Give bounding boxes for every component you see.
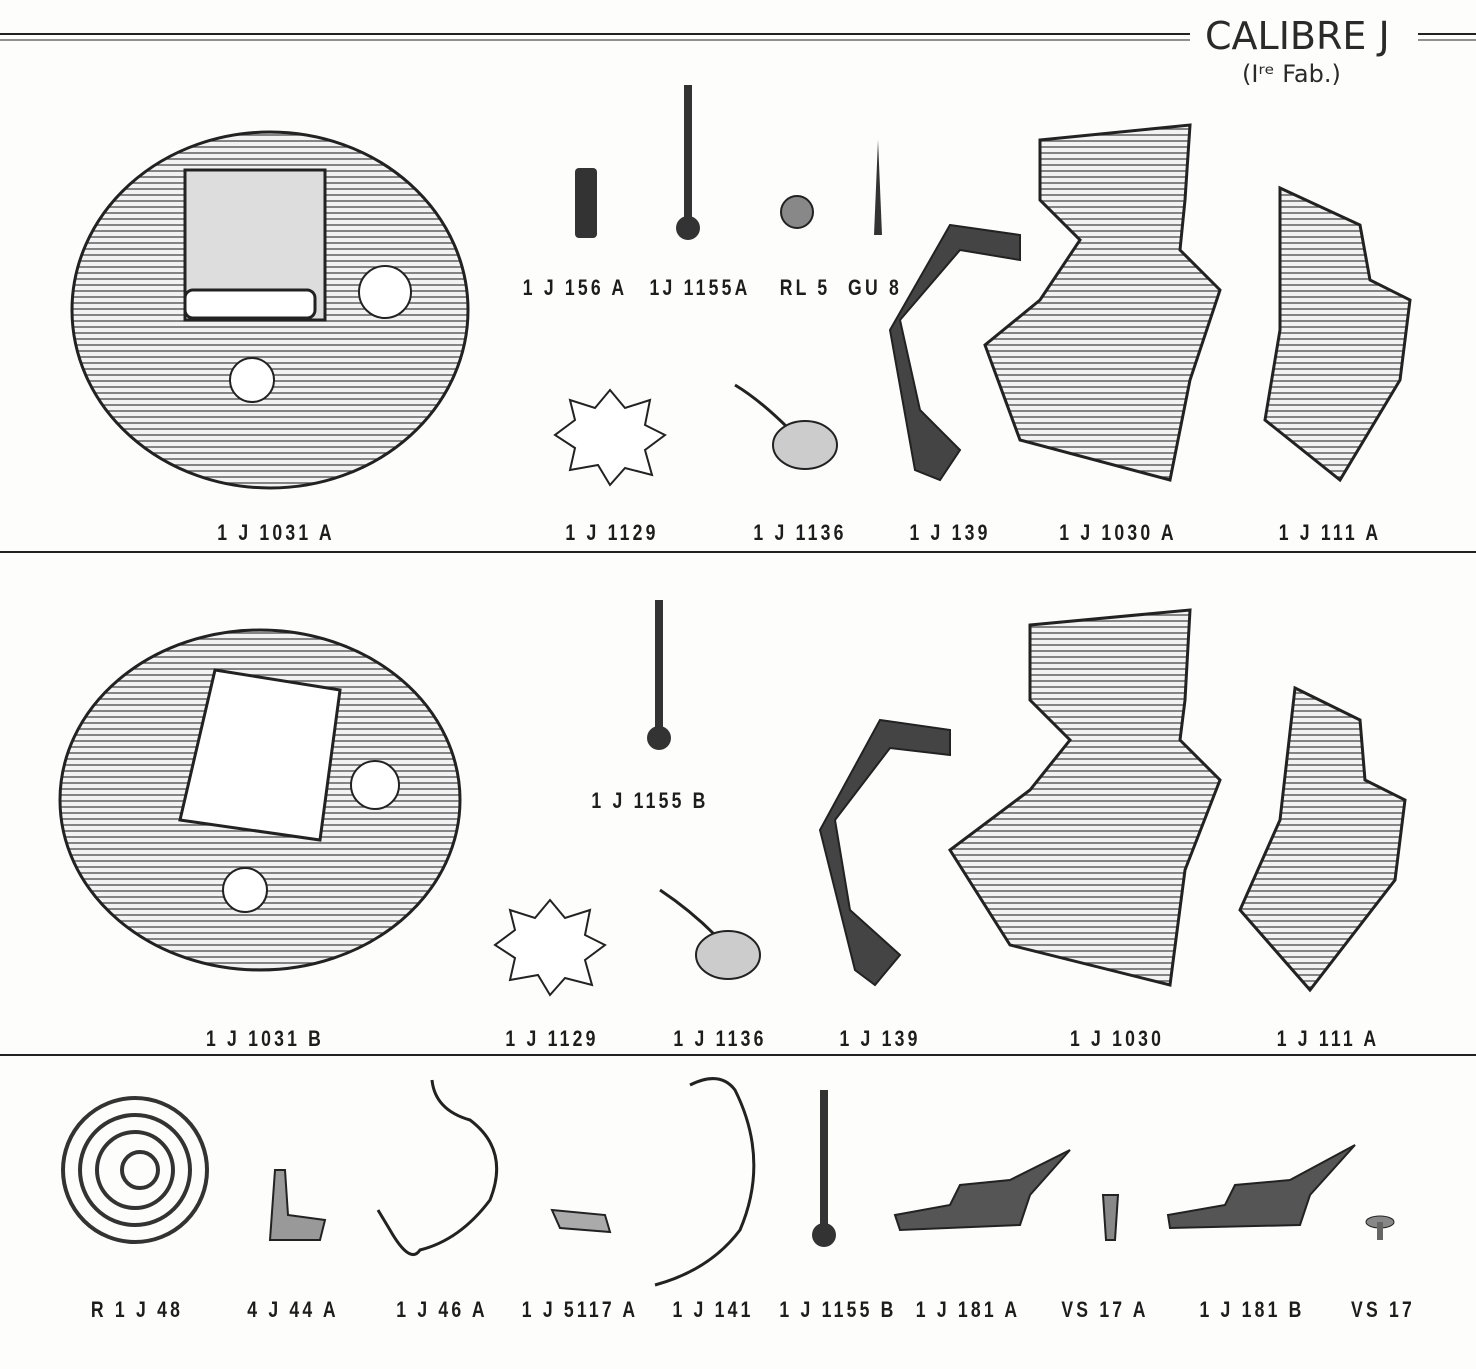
part-label: 1 J 1155 B (591, 788, 709, 813)
part-label: 4 J 44 A (247, 1297, 339, 1322)
bridge-1j1030 (947, 608, 1222, 987)
part-1j1129 (493, 898, 607, 997)
header-rule-right (1418, 33, 1476, 41)
part-gu8 (874, 140, 882, 235)
part-1j139 (888, 223, 1021, 482)
page-title: CALIBRE J (1205, 14, 1390, 58)
mainplate-1j1031b (58, 628, 462, 972)
part-label: 1 J 139 (909, 520, 991, 545)
part-label: VS 17 (1351, 1297, 1415, 1322)
page-subtitle: (Iʳᵉ Fab.) (1242, 60, 1341, 88)
part-label: 1 J 1136 (753, 520, 847, 545)
part-label: 1 J 1129 (505, 1026, 599, 1051)
part-1j1155b (812, 1090, 836, 1247)
header-rule-left (0, 33, 1190, 41)
part-label: 1 J 1155 B (779, 1297, 897, 1322)
lever-1j181a (893, 1149, 1071, 1232)
spring-1j141 (654, 1077, 756, 1287)
part-label: 1 J 181 A (915, 1297, 1021, 1322)
part-1j156a (575, 168, 597, 238)
part-label: 1 J 141 (672, 1297, 754, 1322)
bridge-1j111a (1238, 685, 1407, 993)
part-label: 1 J 1030 A (1059, 520, 1177, 545)
part-label: 1 J 111 A (1276, 1026, 1380, 1051)
part-rl5 (780, 195, 814, 229)
part-label: 1 J 139 (839, 1026, 921, 1051)
lever-1j181b (1166, 1144, 1356, 1230)
part-label: R 1 J 48 (90, 1297, 184, 1322)
part-label: 1 J 156 A (522, 275, 628, 300)
part-label: 1 J 1031 A (217, 520, 335, 545)
spring-1j46a (376, 1079, 499, 1256)
part-label: RL 5 (779, 275, 831, 300)
part-label: 1J 1155A (649, 275, 751, 300)
part-label: 1 J 1136 (673, 1026, 767, 1051)
part-label: 1 J 1129 (565, 520, 659, 545)
part-label: 1 J 5117 A (521, 1297, 639, 1322)
part-1j1136 (659, 888, 761, 980)
part-1j1129 (553, 388, 667, 487)
mainplate-1j1031a (70, 130, 470, 490)
part-label: VS 17 A (1061, 1297, 1149, 1322)
part-label: 1 J 1031 B (205, 1026, 325, 1051)
part-label: GU 8 (848, 275, 902, 300)
part-1j1136 (734, 383, 838, 470)
bridge-1j111a (1263, 185, 1412, 483)
part-1j1155a (676, 85, 700, 240)
mainspring-r1j48 (61, 1096, 209, 1244)
part-4j44a (268, 1169, 327, 1241)
part-label: 1 J 111 A (1278, 520, 1382, 545)
part-vs17 (1365, 1215, 1395, 1240)
part-vs17a (1101, 1194, 1120, 1241)
bridge-1j1030a (983, 123, 1222, 482)
part-label: 1 J 181 B (1199, 1297, 1305, 1322)
part-1j1155b (647, 600, 671, 750)
part-1j5117a (550, 1208, 612, 1234)
part-label: 1 J 1030 (1069, 1026, 1165, 1051)
part-label: 1 J 46 A (396, 1297, 488, 1322)
part-1j139 (818, 718, 951, 987)
